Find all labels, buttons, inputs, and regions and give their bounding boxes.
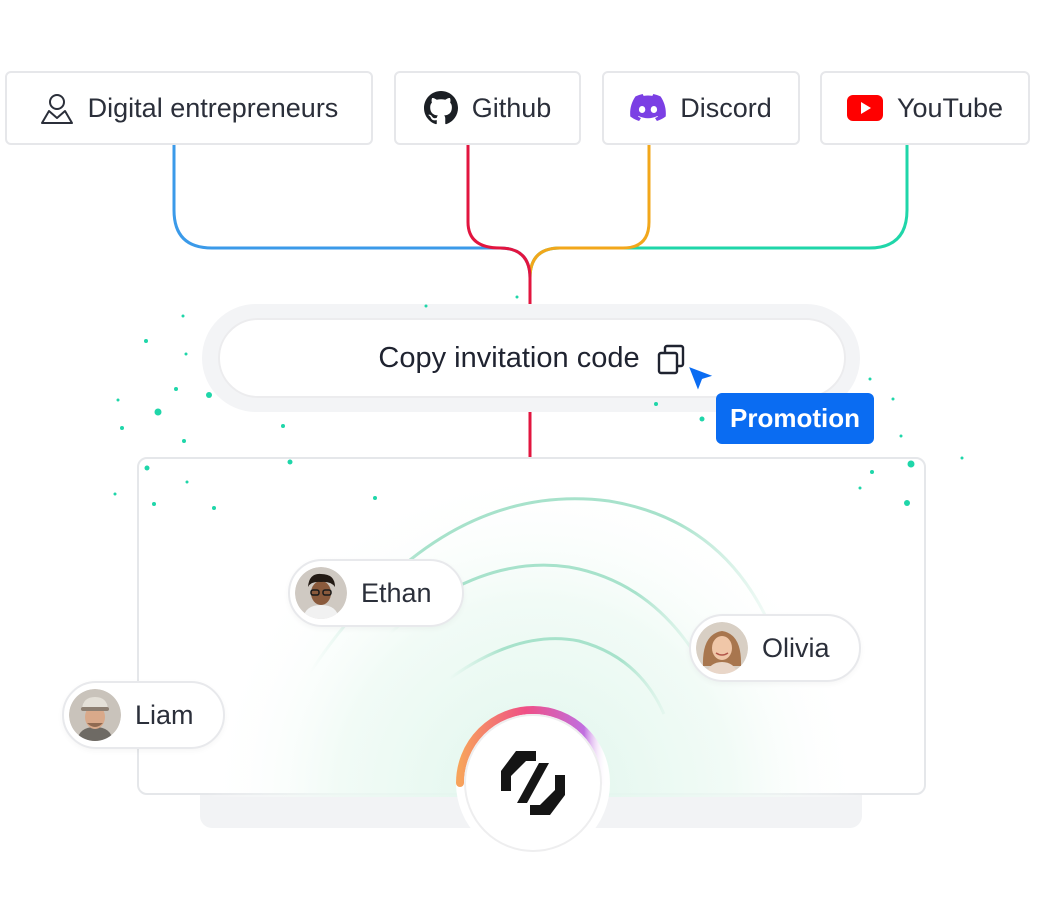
github-icon (423, 91, 458, 125)
particle (281, 424, 285, 428)
particle (182, 439, 186, 443)
youtube-icon (846, 95, 883, 121)
connector-line-discord (528, 145, 651, 318)
particle (185, 480, 189, 484)
discord-icon (630, 94, 667, 121)
person-name: Ethan (361, 577, 432, 608)
particle (699, 416, 705, 422)
particle (868, 377, 872, 381)
user-icon (40, 94, 73, 124)
particle (907, 460, 915, 468)
particle (154, 408, 162, 416)
particle (654, 402, 658, 406)
person-chip-liam[interactable]: Liam (62, 681, 225, 749)
copy-icon[interactable] (656, 344, 686, 376)
source-chip-entrepreneurs[interactable]: Digital entrepreneurs (5, 71, 373, 145)
particle (206, 392, 212, 398)
particle (287, 459, 293, 465)
avatar (69, 689, 121, 741)
particle (152, 502, 156, 506)
copy-invitation-button[interactable]: Copy invitation code (218, 318, 846, 398)
source-label: Digital entrepreneurs (87, 92, 339, 123)
particle (960, 456, 964, 460)
source-chip-discord[interactable]: Discord (602, 71, 800, 145)
source-chip-github[interactable]: Github (394, 71, 581, 145)
particle (116, 398, 120, 402)
person-chip-ethan[interactable]: Ethan (288, 559, 464, 627)
person-chip-olivia[interactable]: Olivia (689, 614, 861, 682)
source-label: YouTube (896, 92, 1004, 123)
particle (373, 496, 377, 500)
particle (113, 492, 117, 496)
radar-arc-inner (448, 637, 666, 715)
particle (120, 426, 124, 430)
promotion-badge: Promotion (716, 393, 874, 444)
connector-line-github (466, 145, 532, 318)
source-label: Github (471, 92, 552, 123)
particle (144, 339, 148, 343)
particle (174, 387, 178, 391)
particle (424, 304, 428, 308)
particle (144, 465, 150, 471)
particle (899, 434, 903, 438)
invite-label: Copy invitation code (378, 341, 640, 374)
particle (181, 314, 185, 318)
brand-logo-icon (501, 751, 565, 815)
person-name: Olivia (762, 632, 830, 663)
particle (184, 352, 188, 356)
source-chip-youtube[interactable]: YouTube (820, 71, 1030, 145)
avatar (696, 622, 748, 674)
particle (515, 295, 519, 299)
particle (870, 470, 874, 474)
particle (858, 486, 862, 490)
particle (212, 506, 216, 510)
person-name: Liam (135, 699, 194, 730)
source-label: Discord (680, 92, 772, 123)
cursor-arrow-icon (685, 363, 718, 395)
avatar (295, 567, 347, 619)
particle (904, 500, 910, 506)
particle (891, 397, 895, 401)
